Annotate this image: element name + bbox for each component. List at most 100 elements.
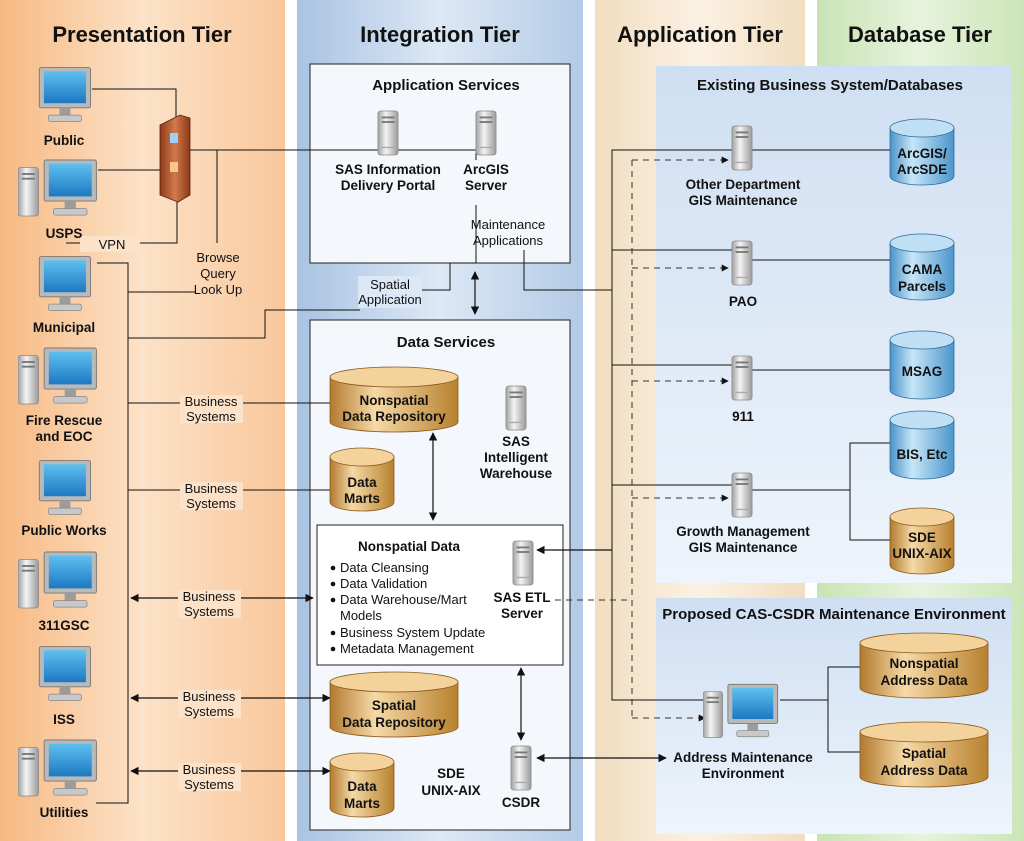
sde-database-cylinder xyxy=(889,507,955,575)
lookup-label: Look Up xyxy=(194,282,242,297)
data-marts-1-label-1: Data xyxy=(347,475,377,490)
bullet-business-update: Business System Update xyxy=(340,625,485,640)
bullet-data-cleansing: Data Cleansing xyxy=(340,560,429,575)
spatial-repo-label-2: Data Repository xyxy=(342,715,446,730)
pao-label: PAO xyxy=(729,294,757,309)
user-usps-label: USPS xyxy=(46,226,83,241)
bullet-dot xyxy=(330,646,336,652)
biz5-label-bg xyxy=(178,763,241,791)
spatial-app-label-1: Spatial xyxy=(370,277,410,292)
line-address-spatial xyxy=(827,700,860,753)
sas-etl-server-icon xyxy=(512,540,534,586)
growth-server-icon xyxy=(731,472,753,518)
data-marts-cylinder-2 xyxy=(329,752,395,818)
other-dept-server-icon xyxy=(731,125,753,171)
address-maintenance-label-2: Environment xyxy=(702,766,785,781)
presentation-tier-heading: Presentation Tier xyxy=(52,22,232,47)
nonspatial-data-title: Nonspatial Data xyxy=(358,539,461,554)
sas-warehouse-server-icon xyxy=(505,385,527,431)
spatial-app-label-bg xyxy=(358,276,422,308)
msag-database-cylinder xyxy=(889,330,955,400)
line-growth-bis xyxy=(752,442,890,491)
biz2-label-bg xyxy=(180,482,243,510)
maintenance-app-label-2: Applications xyxy=(473,233,544,248)
biz1-label-bg xyxy=(180,395,243,423)
user-fire-label-1: Fire Rescue xyxy=(26,413,103,428)
biz2-label-2: Systems xyxy=(186,496,236,511)
growth-label-2: GIS Maintenance xyxy=(689,540,798,555)
bullet-dot xyxy=(330,597,336,603)
address-maintenance-label-1: Address Maintenance xyxy=(673,750,813,765)
presentation-bus xyxy=(96,262,129,804)
db-sde-label-2: UNIX-AIX xyxy=(892,546,951,561)
bullet-dot xyxy=(330,565,336,571)
biz3-label-bg xyxy=(178,590,241,618)
proposed-title: Proposed CAS-CSDR Maintenance Environmen… xyxy=(662,606,1005,623)
sde-label-2: UNIX-AIX xyxy=(421,783,480,798)
arcgis-server-icon xyxy=(475,110,497,156)
user-municipal-label: Municipal xyxy=(33,320,95,335)
etl-label-1: SAS ETL xyxy=(493,590,550,605)
pao-server-icon xyxy=(731,240,753,286)
bis-database-cylinder xyxy=(889,410,955,480)
nonspatial-repository-cylinder xyxy=(329,366,459,433)
biz2-label-1: Business xyxy=(185,481,238,496)
nonspatial-address-label-2: Address Data xyxy=(880,673,968,688)
line-address-nonspatial xyxy=(780,666,860,701)
growth-label-1: Growth Management xyxy=(676,524,810,539)
data-marts-2-label-2: Marts xyxy=(344,796,380,811)
user-public-works-label: Public Works xyxy=(21,523,106,538)
etl-label-2: Server xyxy=(501,606,544,621)
nonspatial-address-cylinder xyxy=(859,632,989,699)
nonspatial-bullets: Data Cleansing Data Validation Data Ware… xyxy=(330,560,485,656)
sas-portal-label-2: Delivery Portal xyxy=(341,178,436,193)
data-marts-cylinder-1 xyxy=(329,447,395,512)
biz4-label-1: Business xyxy=(183,689,236,704)
nonspatial-repo-label-1: Nonspatial xyxy=(359,393,428,408)
arcgis-server-label-2: Server xyxy=(465,178,508,193)
data-services-title: Data Services xyxy=(397,334,495,351)
line-growth-sde xyxy=(849,490,890,541)
application-services-box xyxy=(309,63,571,264)
spatial-repository-cylinder xyxy=(329,671,459,738)
line-app-address xyxy=(611,150,705,701)
biz1-label-2: Systems xyxy=(186,409,236,424)
maintenance-app-label-1: Maintenance xyxy=(471,217,545,232)
db-sde-label-1: SDE xyxy=(908,530,936,545)
biz4-label-bg xyxy=(178,690,241,718)
data-marts-2-label-1: Data xyxy=(347,779,377,794)
biz4-label-2: Systems xyxy=(184,704,234,719)
user-iss-label: ISS xyxy=(53,712,75,727)
sas-portal-label-1: SAS Information xyxy=(335,162,441,177)
biz3-label-2: Systems xyxy=(184,604,234,619)
arcgis-server-label-1: ArcGIS xyxy=(463,162,509,177)
other-dept-label-2: GIS Maintenance xyxy=(689,193,798,208)
bis-label: BIS, Etc xyxy=(896,447,948,462)
arcsde-database-cylinder xyxy=(889,118,955,186)
bullet-models: Models xyxy=(340,608,382,623)
cama-database-cylinder xyxy=(889,233,955,301)
csdr-label: CSDR xyxy=(502,795,541,810)
data-marts-1-label-2: Marts xyxy=(344,491,380,506)
sas-iw-label-2: Intelligent xyxy=(484,450,548,465)
sas-iw-label-1: SAS xyxy=(502,434,530,449)
existing-systems-title: Existing Business System/Databases xyxy=(697,77,963,94)
911-server-icon xyxy=(731,355,753,401)
911-label: 911 xyxy=(732,409,754,424)
arcsde-label-2: ArcSDE xyxy=(897,162,947,177)
csdr-server-icon xyxy=(510,745,532,791)
cama-label-2: Parcels xyxy=(898,279,946,294)
browse-label: Browse xyxy=(196,250,239,265)
vpn-label: VPN xyxy=(99,237,126,252)
msag-label: MSAG xyxy=(902,364,943,379)
bullet-data-warehouse: Data Warehouse/Mart xyxy=(340,592,467,607)
spatial-repo-label-1: Spatial xyxy=(372,698,416,713)
dashed-connectors xyxy=(555,156,729,722)
existing-systems-panel xyxy=(656,66,1012,583)
line-spatial-app xyxy=(128,309,360,339)
line-spatial-arcgis xyxy=(422,205,477,291)
user-public-label: Public xyxy=(44,133,85,148)
integration-tier-heading: Integration Tier xyxy=(360,22,520,47)
bullet-metadata: Metadata Management xyxy=(340,641,474,656)
